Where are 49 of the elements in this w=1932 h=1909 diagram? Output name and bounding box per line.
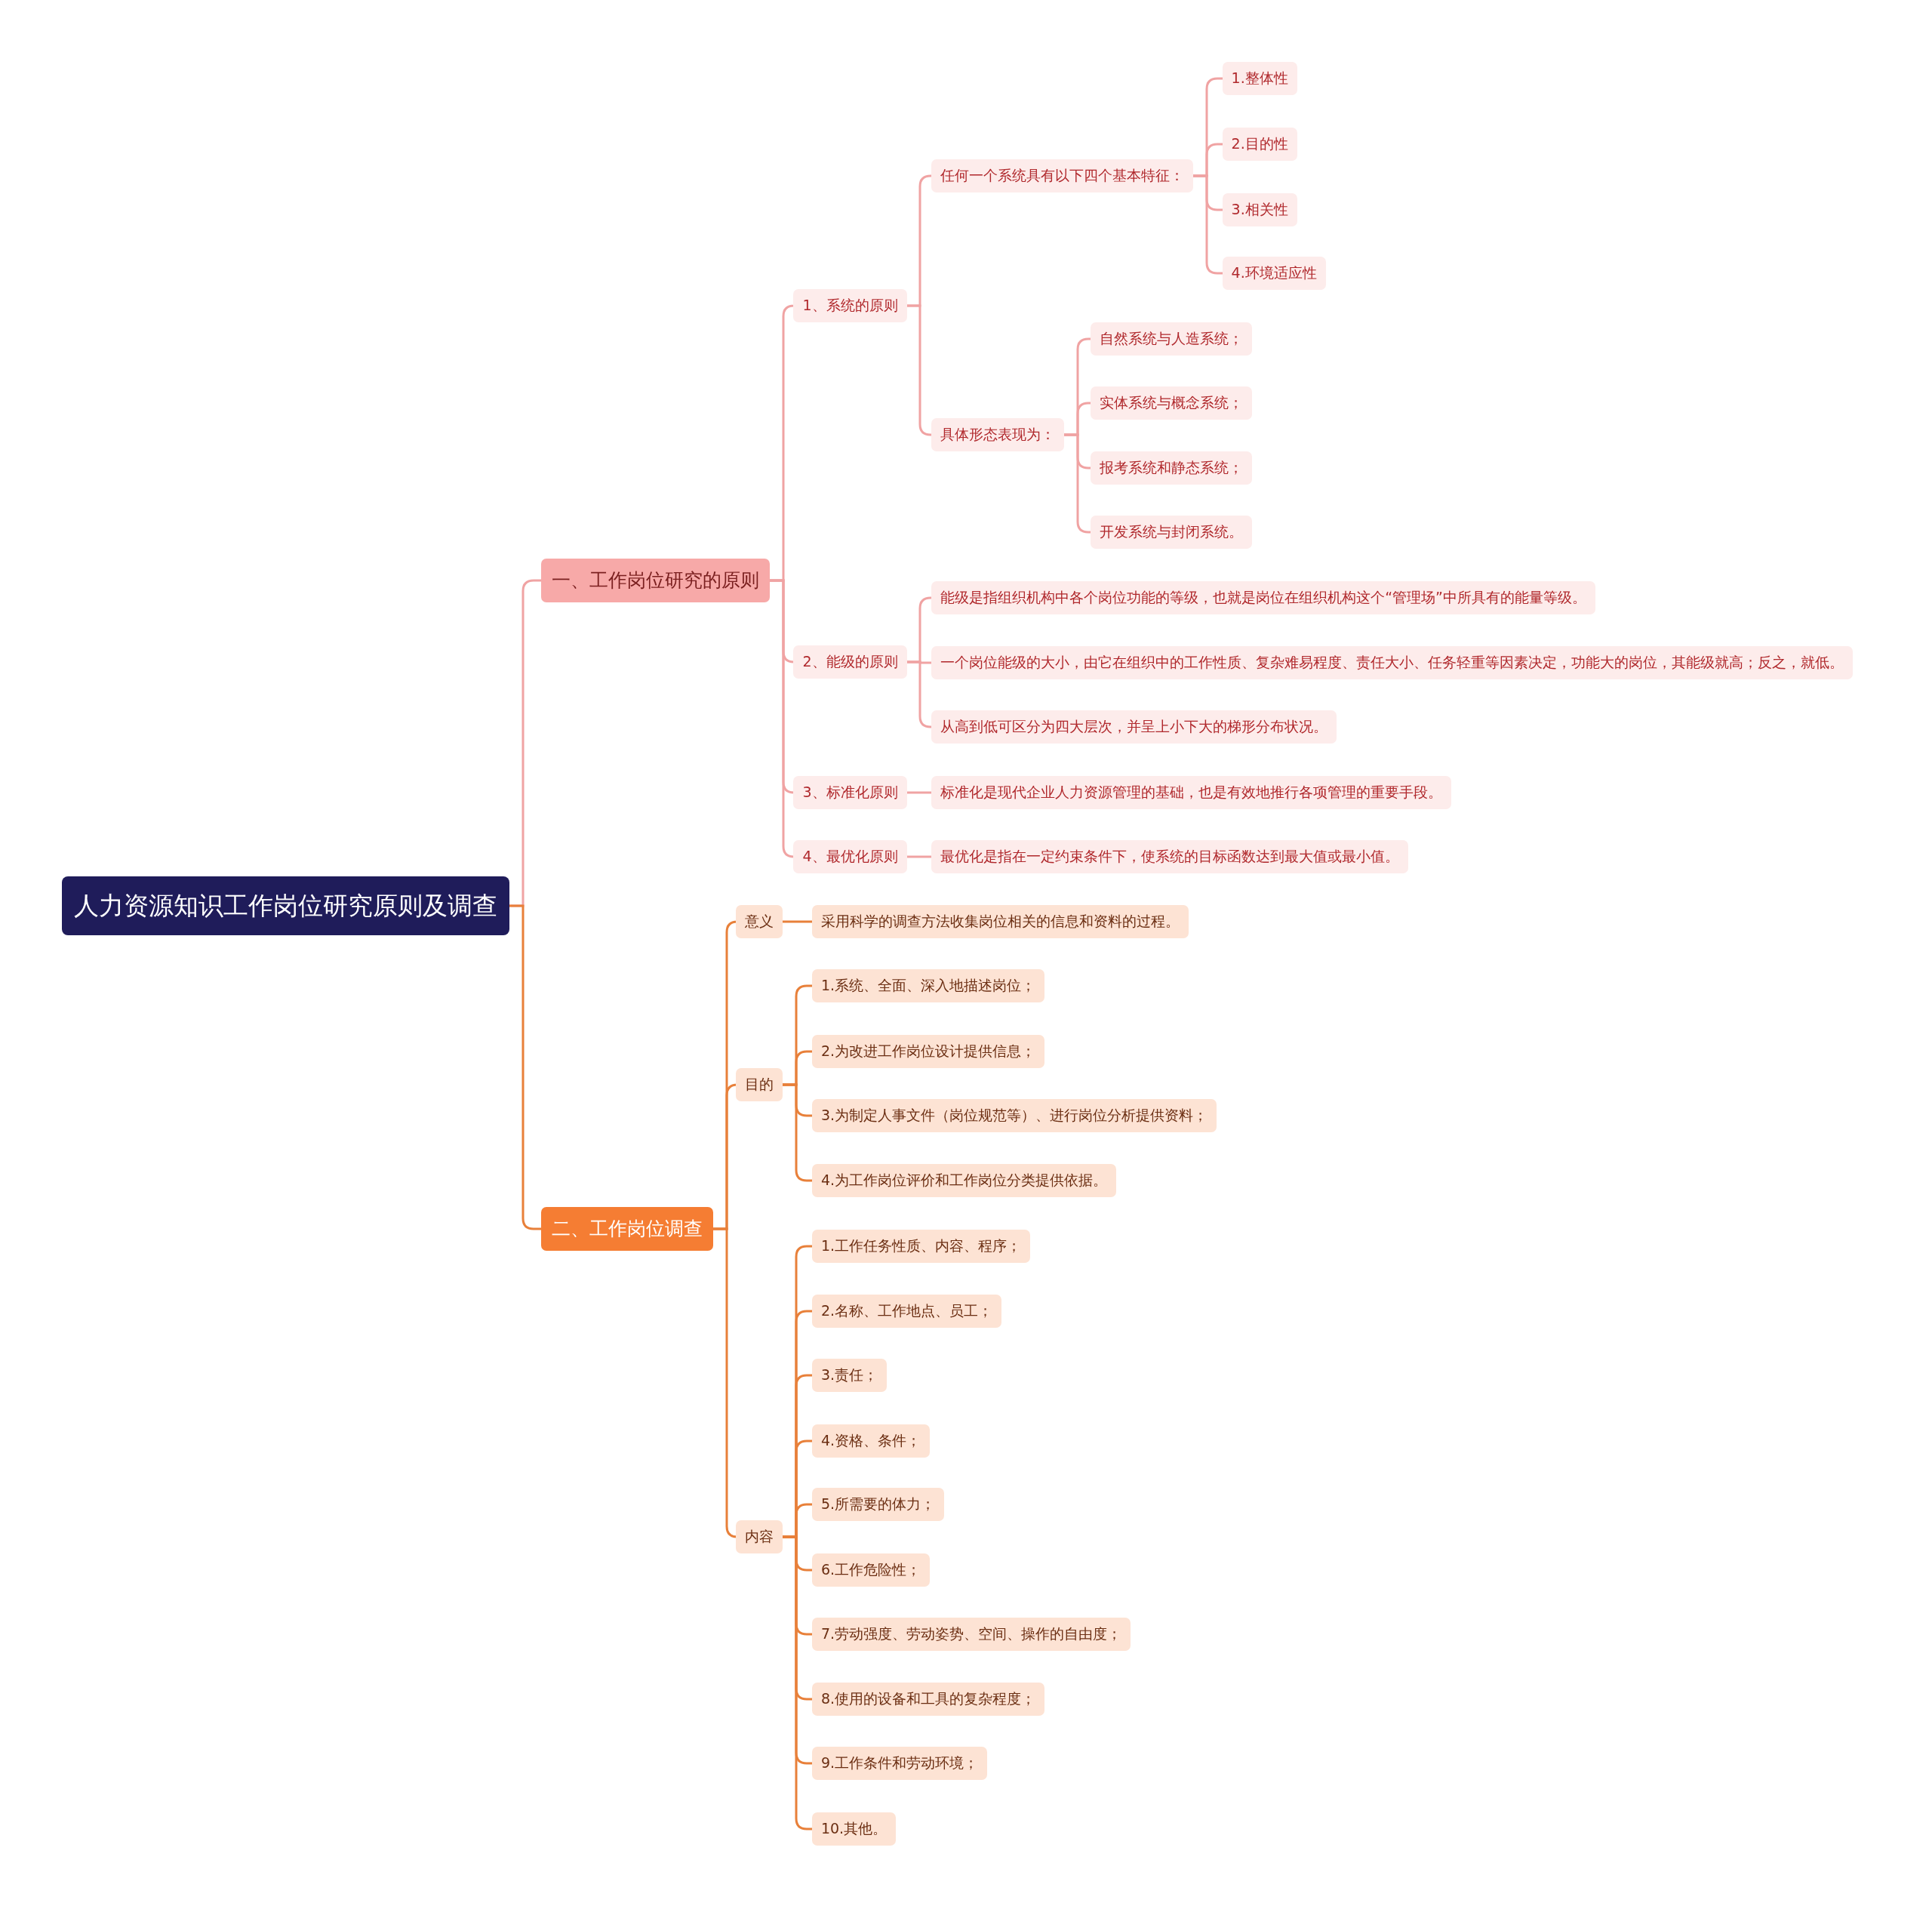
topic-box: 自然系统与人造系统； <box>1090 322 1252 356</box>
topic-box: 能级是指组织机构中各个岗位功能的等级，也就是岗位在组织机构这个“管理场”中所具有的能量等级。 <box>931 580 1595 614</box>
connector-line <box>783 920 812 923</box>
topic-box: 采用科学的调查方法收集岗位相关的信息和资料的过程。 <box>811 905 1189 939</box>
topic-box: 2、能级的原则 <box>793 645 907 679</box>
topic-box: 具体形态表现为： <box>931 418 1065 452</box>
topic-box: 意义 <box>735 905 783 939</box>
topic-box: 3.相关性 <box>1222 192 1297 226</box>
topic-box: 4、最优化原则 <box>793 839 907 873</box>
topic-box: 4.为工作岗位评价和工作岗位分类提供依据。 <box>811 1164 1117 1198</box>
connector-line <box>906 791 931 794</box>
connector-line <box>906 660 932 728</box>
topic-box: 9.工作条件和劳动环境； <box>811 1747 988 1781</box>
topic-box: 2.为改进工作岗位设计提供信息； <box>811 1034 1045 1068</box>
topic-box: 4.环境适应性 <box>1222 257 1326 291</box>
topic-box: 开发系统与封闭系统。 <box>1090 516 1252 550</box>
topic-box: 3.责任； <box>811 1359 888 1393</box>
topic-box: 6.工作危险性； <box>811 1553 931 1587</box>
topic-box: 3、标准化原则 <box>793 775 907 809</box>
topic-box: 7.劳动强度、劳动姿势、空间、操作的自由度； <box>811 1617 1131 1651</box>
topic-box: 2.名称、工作地点、员工； <box>811 1295 1002 1329</box>
topic-box: 任何一个系统具有以下四个基本特征： <box>931 159 1194 193</box>
connector-line <box>906 304 932 436</box>
topic-box: 目的 <box>735 1067 783 1101</box>
connector-line <box>1064 433 1091 534</box>
branch-topic-box: 一、工作岗位研究的原则 <box>540 558 770 602</box>
connector-line <box>509 904 541 1230</box>
topic-box: 1.系统、全面、深入地描述岗位； <box>811 969 1045 1003</box>
connector-line <box>783 1083 812 1182</box>
topic-box: 3.为制定人事文件（岗位规范等）、进行岗位分析提供资料； <box>811 1098 1217 1132</box>
topic-box: 4.资格、条件； <box>811 1424 931 1458</box>
topic-box: 2.目的性 <box>1222 128 1297 161</box>
topic-box: 一个岗位能级的大小，由它在组织中的工作性质、复杂难易程度、责任大小、任务轻重等因素决定，功能大的岗位，其能级就高；反之，就低。 <box>931 646 1854 680</box>
topic-box: 8.使用的设备和工具的复杂程度； <box>811 1683 1045 1717</box>
branch-topic-box: 二、工作岗位调查 <box>540 1206 713 1251</box>
topic-box: 内容 <box>735 1520 783 1553</box>
topic-box: 1.整体性 <box>1222 62 1297 96</box>
topic-box: 实体系统与概念系统； <box>1090 386 1252 420</box>
root-topic-box: 人力资源知识工作岗位研究原则及调查 <box>61 876 509 935</box>
topic-box: 最优化是指在一定约束条件下，使系统的目标函数达到最大值或最小值。 <box>931 839 1409 873</box>
connector-line <box>1193 174 1223 275</box>
topic-box: 5.所需要的体力； <box>811 1488 945 1522</box>
topic-box: 10.其他。 <box>811 1812 897 1846</box>
connector-line <box>906 855 931 858</box>
topic-box: 从高到低可区分为四大层次，并呈上小下大的梯形分布状况。 <box>931 710 1337 744</box>
topic-box: 1.工作任务性质、内容、程序； <box>811 1229 1031 1263</box>
topic-box: 1、系统的原则 <box>793 288 907 322</box>
topic-box: 标准化是现代企业人力资源管理的基础，也是有效地推行各项管理的重要手段。 <box>931 775 1452 809</box>
topic-box: 报考系统和静态系统； <box>1090 451 1252 485</box>
